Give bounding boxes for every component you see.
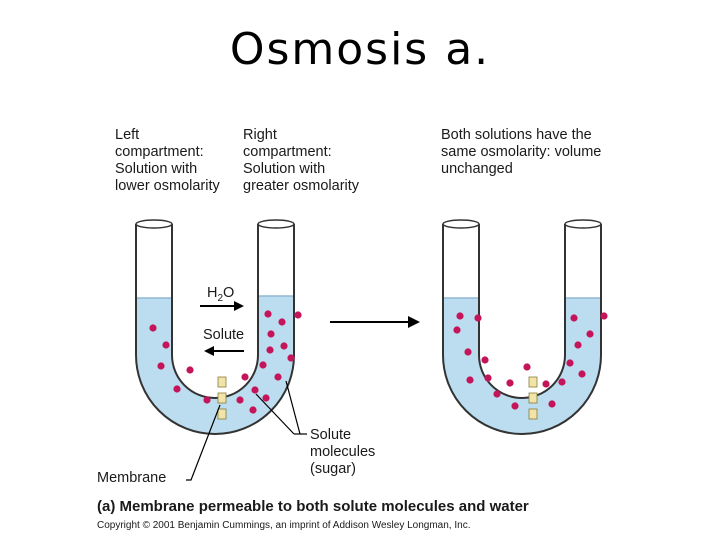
tube-rim-right-before: [257, 219, 295, 229]
slide-title: Osmosis a.: [229, 24, 491, 75]
membrane-label: Membrane: [97, 470, 167, 486]
process-arrow: [330, 316, 420, 328]
h2o-arrow-right: [200, 301, 244, 311]
tube-outline-after: [442, 224, 602, 435]
solution-right-column-before: [258, 296, 294, 306]
solute-arrow-left: [204, 346, 244, 356]
solute-molecules-after: [453, 312, 608, 410]
solution-left-column-before: [136, 298, 172, 306]
tube-rim-left-before: [135, 219, 173, 229]
solute-molecule-leaders: [255, 380, 307, 435]
u-tube-before: [135, 219, 307, 481]
figure-caption: (a) Membrane permeable to both solute mo…: [97, 498, 529, 515]
left-compartment-label: Left compartment: Solution with lower os…: [115, 127, 220, 194]
right-compartment-label: Right compartment: Solution with greater…: [243, 127, 360, 194]
equal-osmolarity-label: Both solutions have the same osmolarity:…: [441, 127, 602, 177]
membrane-after: [528, 376, 538, 420]
membrane-leader: [186, 404, 221, 481]
tube-rim-left-after: [442, 219, 480, 229]
solute-molecules-label: Solute molecules (sugar): [310, 427, 376, 477]
membrane-before: [217, 376, 227, 420]
copyright-notice: Copyright © 2001 Benjamin Cummings, an i…: [97, 520, 471, 531]
u-tube-after: [442, 219, 608, 435]
h2o-label: H2O: [207, 285, 235, 304]
solute-arrow-label: Solute: [203, 327, 245, 343]
solute-molecules-before: [149, 310, 302, 414]
tube-rim-right-after: [564, 219, 602, 229]
